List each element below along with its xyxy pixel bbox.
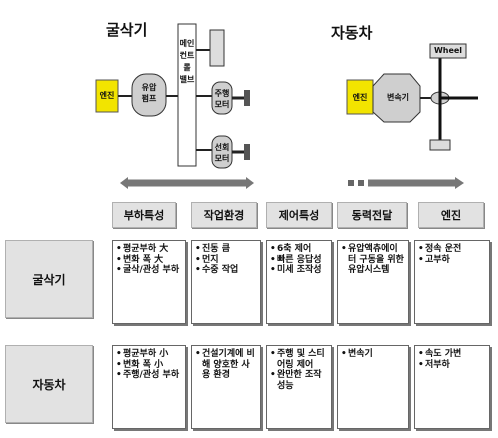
travel-motor-label: 주행 모터 bbox=[214, 89, 230, 109]
swing-motor-label: 선회 모터 bbox=[214, 143, 230, 163]
cell-excavator-engine: 정속 운전고부하 bbox=[414, 240, 490, 324]
pump-label: 유압 펌프 bbox=[141, 83, 157, 103]
header-power: 동력전달 bbox=[337, 202, 407, 228]
header-control: 제어특성 bbox=[266, 202, 332, 228]
wheel-box bbox=[429, 43, 467, 59]
transmission-label: 변속기 bbox=[386, 93, 410, 102]
valve-label: 메인 컨트롤 밸브 bbox=[179, 39, 195, 84]
cell-car-power: 변속기 bbox=[337, 345, 409, 429]
cell-excavator-environment: 진동 큼먼지수중 작업 bbox=[191, 240, 261, 324]
car-engine-label: 엔진 bbox=[352, 93, 368, 102]
header-environment: 작업환경 bbox=[191, 202, 257, 228]
cell-car-control: 주행 및 스티어링 제어완만한 조작 성능 bbox=[266, 345, 332, 429]
system-diagram bbox=[95, 23, 478, 189]
wheel-label: Wheel bbox=[433, 46, 463, 55]
row-label-car: 자동차 bbox=[5, 345, 93, 423]
cell-excavator-power: 유압액츄에이터 구동을 위한 유압시스템 bbox=[337, 240, 409, 324]
excavator-title: 굴삭기 bbox=[106, 21, 148, 39]
car-title: 자동차 bbox=[331, 24, 373, 42]
transmission-block bbox=[372, 73, 421, 123]
excavator-engine-label: 엔진 bbox=[99, 91, 115, 100]
cell-car-environment: 건설기계에 비해 양호한 사용 환경 bbox=[191, 345, 261, 429]
cell-car-load: 평균부하 小변화 폭 小주행/관성 부하 bbox=[112, 345, 186, 429]
cell-excavator-control: 6축 제어빠른 응답성미세 조작성 bbox=[266, 240, 332, 324]
cell-excavator-load: 평균부하 大변화 폭 大굴삭/관성 부하 bbox=[112, 240, 186, 324]
header-engine: 엔진 bbox=[418, 202, 484, 228]
cell-car-engine: 속도 가변저부하 bbox=[414, 345, 490, 429]
header-load: 부하특성 bbox=[112, 202, 176, 228]
row-label-excavator: 굴삭기 bbox=[5, 240, 93, 318]
